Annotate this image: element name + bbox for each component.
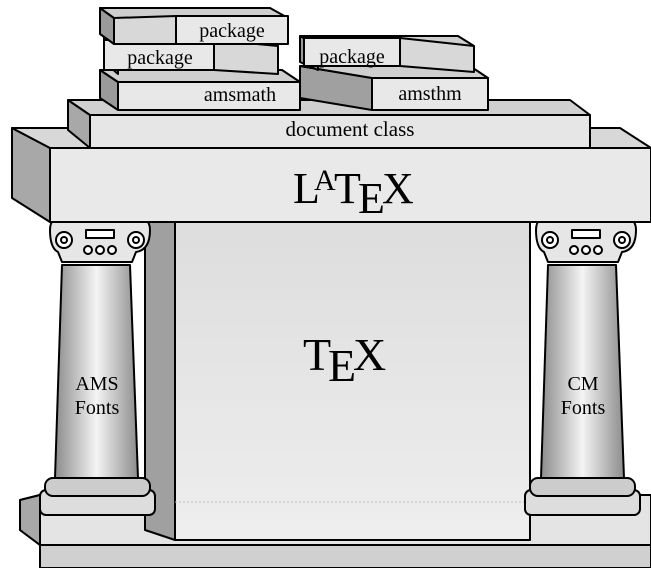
tex-logo-e: E [328,340,356,391]
book-stack-left [99,7,301,111]
pillar-left-label-1: AMS [75,373,118,395]
pillar-right-label-1: CM [567,373,598,395]
book-label-amsmath: amsmath [204,84,276,106]
book-label-package-middle: package [127,47,193,69]
latex-logo-l: L [293,164,320,213]
pillar-left-label-2: Fonts [75,397,120,419]
book-label-package-top: package [199,20,265,42]
tex-logo: T E X [303,329,386,391]
latex-logo-t: T [334,164,361,213]
tex-logo-x: X [353,329,386,380]
pillar-right-label-2: Fonts [561,397,606,419]
latex-logo-e: E [358,174,385,223]
book-label-amsthm: amsthm [398,83,462,105]
pillar-right [524,216,641,516]
latex-logo-x: X [382,164,414,213]
pillar-left [39,216,156,516]
tex-logo-t: T [303,329,331,380]
book-label-package-right: package [319,46,385,68]
latex-logo: L A T E X [293,164,414,223]
latex-logo-a: A [314,164,336,197]
book-stack-right [299,35,489,111]
document-class-label: document class [286,117,415,141]
tex-block [144,199,531,541]
